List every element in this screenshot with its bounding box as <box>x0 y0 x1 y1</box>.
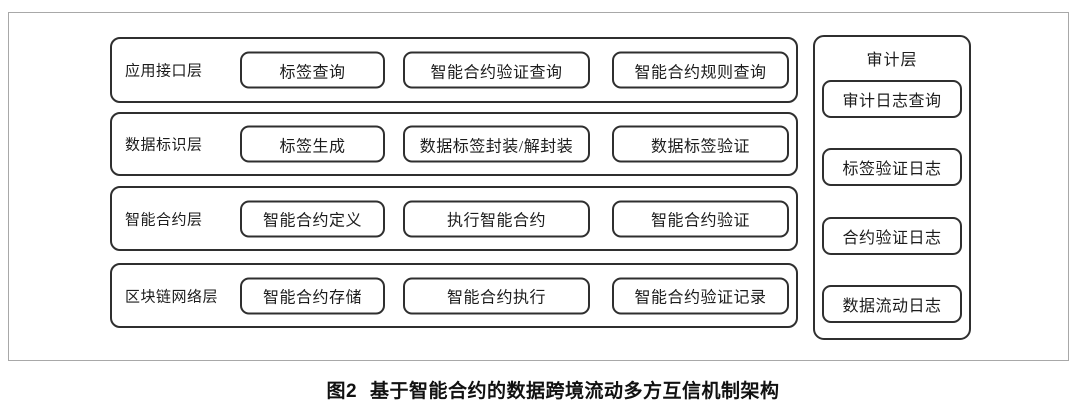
layer-row-data-identification: 数据标识层 标签生成 数据标签封装/解封装 数据标签验证 <box>110 112 798 176</box>
figure-title: 基于智能合约的数据跨境流动多方互信机制架构 <box>370 381 780 402</box>
module-smart-contract-execution: 智能合约执行 <box>403 277 590 314</box>
audit-layer-title: 审计层 <box>866 52 918 69</box>
module-smart-contract-verification-query: 智能合约验证查询 <box>403 51 590 89</box>
audit-layer-panel: 审计层 审计日志查询 标签验证日志 合约验证日志 数据流动日志 <box>813 35 971 340</box>
module-data-flow-log: 数据流动日志 <box>822 285 962 323</box>
layer-row-blockchain-network: 区块链网络层 智能合约存储 智能合约执行 智能合约验证记录 <box>110 263 798 328</box>
module-smart-contract-rule-query: 智能合约规则查询 <box>612 51 789 89</box>
module-data-tag-verification: 数据标签验证 <box>612 125 789 163</box>
layer-row-application-interface: 应用接口层 标签查询 智能合约验证查询 智能合约规则查询 <box>110 37 798 103</box>
layer-label-blockchain-network: 区块链网络层 <box>125 289 219 305</box>
module-tag-query: 标签查询 <box>240 51 385 89</box>
module-data-tag-encapsulation: 数据标签封装/解封装 <box>403 125 590 163</box>
layer-label-application-interface: 应用接口层 <box>125 63 203 80</box>
module-contract-verification-log: 合约验证日志 <box>822 217 962 255</box>
module-tag-verification-log: 标签验证日志 <box>822 148 962 186</box>
layer-row-smart-contract: 智能合约层 智能合约定义 执行智能合约 智能合约验证 <box>110 186 798 251</box>
module-smart-contract-storage: 智能合约存储 <box>240 277 385 314</box>
layer-label-data-identification: 数据标识层 <box>125 137 203 154</box>
module-smart-contract-verification-record: 智能合约验证记录 <box>612 277 789 314</box>
module-execute-smart-contract: 执行智能合约 <box>403 200 590 237</box>
module-smart-contract-verification: 智能合约验证 <box>612 200 789 237</box>
layer-label-smart-contract: 智能合约层 <box>125 212 203 228</box>
module-tag-generation: 标签生成 <box>240 125 385 163</box>
module-smart-contract-definition: 智能合约定义 <box>240 200 385 237</box>
figure-caption: 图2 基于智能合约的数据跨境流动多方互信机制架构 <box>0 376 1080 403</box>
figure-number: 图2 <box>326 381 358 402</box>
module-audit-log-query: 审计日志查询 <box>822 80 962 118</box>
